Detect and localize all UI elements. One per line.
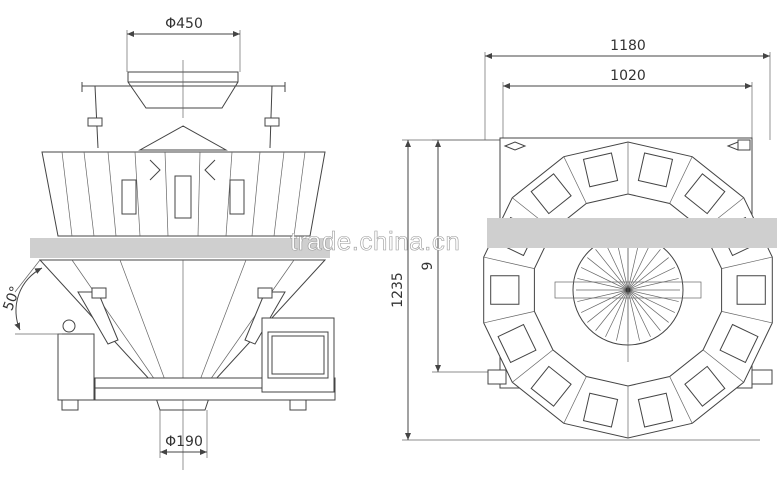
height-inner-label: 9 bbox=[420, 262, 436, 271]
ring-divider bbox=[669, 376, 693, 424]
watermark-text: trade.china.cn bbox=[290, 226, 460, 256]
dim-top-diameter: Φ450 bbox=[126, 16, 241, 72]
cone-ray bbox=[595, 289, 629, 331]
cone-ray bbox=[577, 289, 629, 302]
weigh-bucket bbox=[582, 152, 619, 188]
ring-divider bbox=[563, 156, 587, 204]
cone-ray bbox=[627, 289, 661, 331]
cone-ray bbox=[580, 267, 629, 291]
top-view: 1180 1020 1235 9 bbox=[390, 38, 777, 441]
watermark-band bbox=[30, 238, 330, 258]
weigh-bucket bbox=[719, 323, 759, 364]
weigh-bucket bbox=[637, 152, 674, 188]
weigh-bucket bbox=[736, 275, 766, 305]
cone-ray bbox=[580, 289, 629, 313]
weigh-bucket bbox=[582, 392, 619, 428]
ring-divider bbox=[721, 256, 773, 269]
weigh-bucket bbox=[684, 173, 726, 215]
cone-ray bbox=[627, 289, 676, 313]
ring-divider bbox=[563, 376, 587, 424]
dim-bottom-diameter: Φ190 bbox=[159, 410, 208, 458]
weigh-bucket bbox=[530, 173, 572, 215]
ring-divider bbox=[512, 349, 554, 383]
cone-ray bbox=[577, 278, 629, 291]
weigh-bucket bbox=[637, 392, 674, 428]
cone-ray bbox=[595, 249, 629, 291]
width-inner-label: 1020 bbox=[610, 68, 646, 84]
watermark-band-right bbox=[487, 218, 777, 248]
angle-label: 50° bbox=[0, 284, 24, 313]
cone-ray bbox=[627, 289, 640, 341]
cone-ray bbox=[587, 257, 629, 291]
cone-ray bbox=[587, 289, 629, 323]
ring-divider bbox=[702, 349, 744, 383]
weigh-bucket bbox=[490, 275, 520, 305]
cone-ray bbox=[627, 267, 676, 291]
dim-angle: 50° bbox=[0, 259, 62, 335]
dim-width-inner: 1020 bbox=[502, 68, 753, 140]
top-diameter-label: Φ450 bbox=[165, 16, 203, 32]
weigh-bucket bbox=[497, 323, 537, 364]
width-outer-label: 1180 bbox=[610, 38, 646, 54]
weigh-bucket bbox=[530, 365, 572, 407]
cone-ray bbox=[627, 278, 679, 291]
cone-ray bbox=[627, 257, 669, 291]
bottom-diameter-label: Φ190 bbox=[165, 434, 203, 450]
height-total-label: 1235 bbox=[390, 272, 406, 308]
dim-width-outer: 1180 bbox=[484, 38, 771, 140]
dim-height-total: 1235 bbox=[390, 139, 760, 441]
front-view: Φ450 bbox=[0, 16, 336, 470]
cone-ray bbox=[627, 289, 669, 323]
ring-divider bbox=[483, 311, 535, 324]
ring-divider bbox=[669, 156, 693, 204]
ring-divider bbox=[721, 311, 773, 324]
cone-ray bbox=[627, 289, 679, 302]
weigh-bucket bbox=[684, 365, 726, 407]
ring-divider bbox=[483, 256, 535, 269]
cone-ray bbox=[627, 249, 661, 291]
cone-ray bbox=[616, 289, 629, 341]
